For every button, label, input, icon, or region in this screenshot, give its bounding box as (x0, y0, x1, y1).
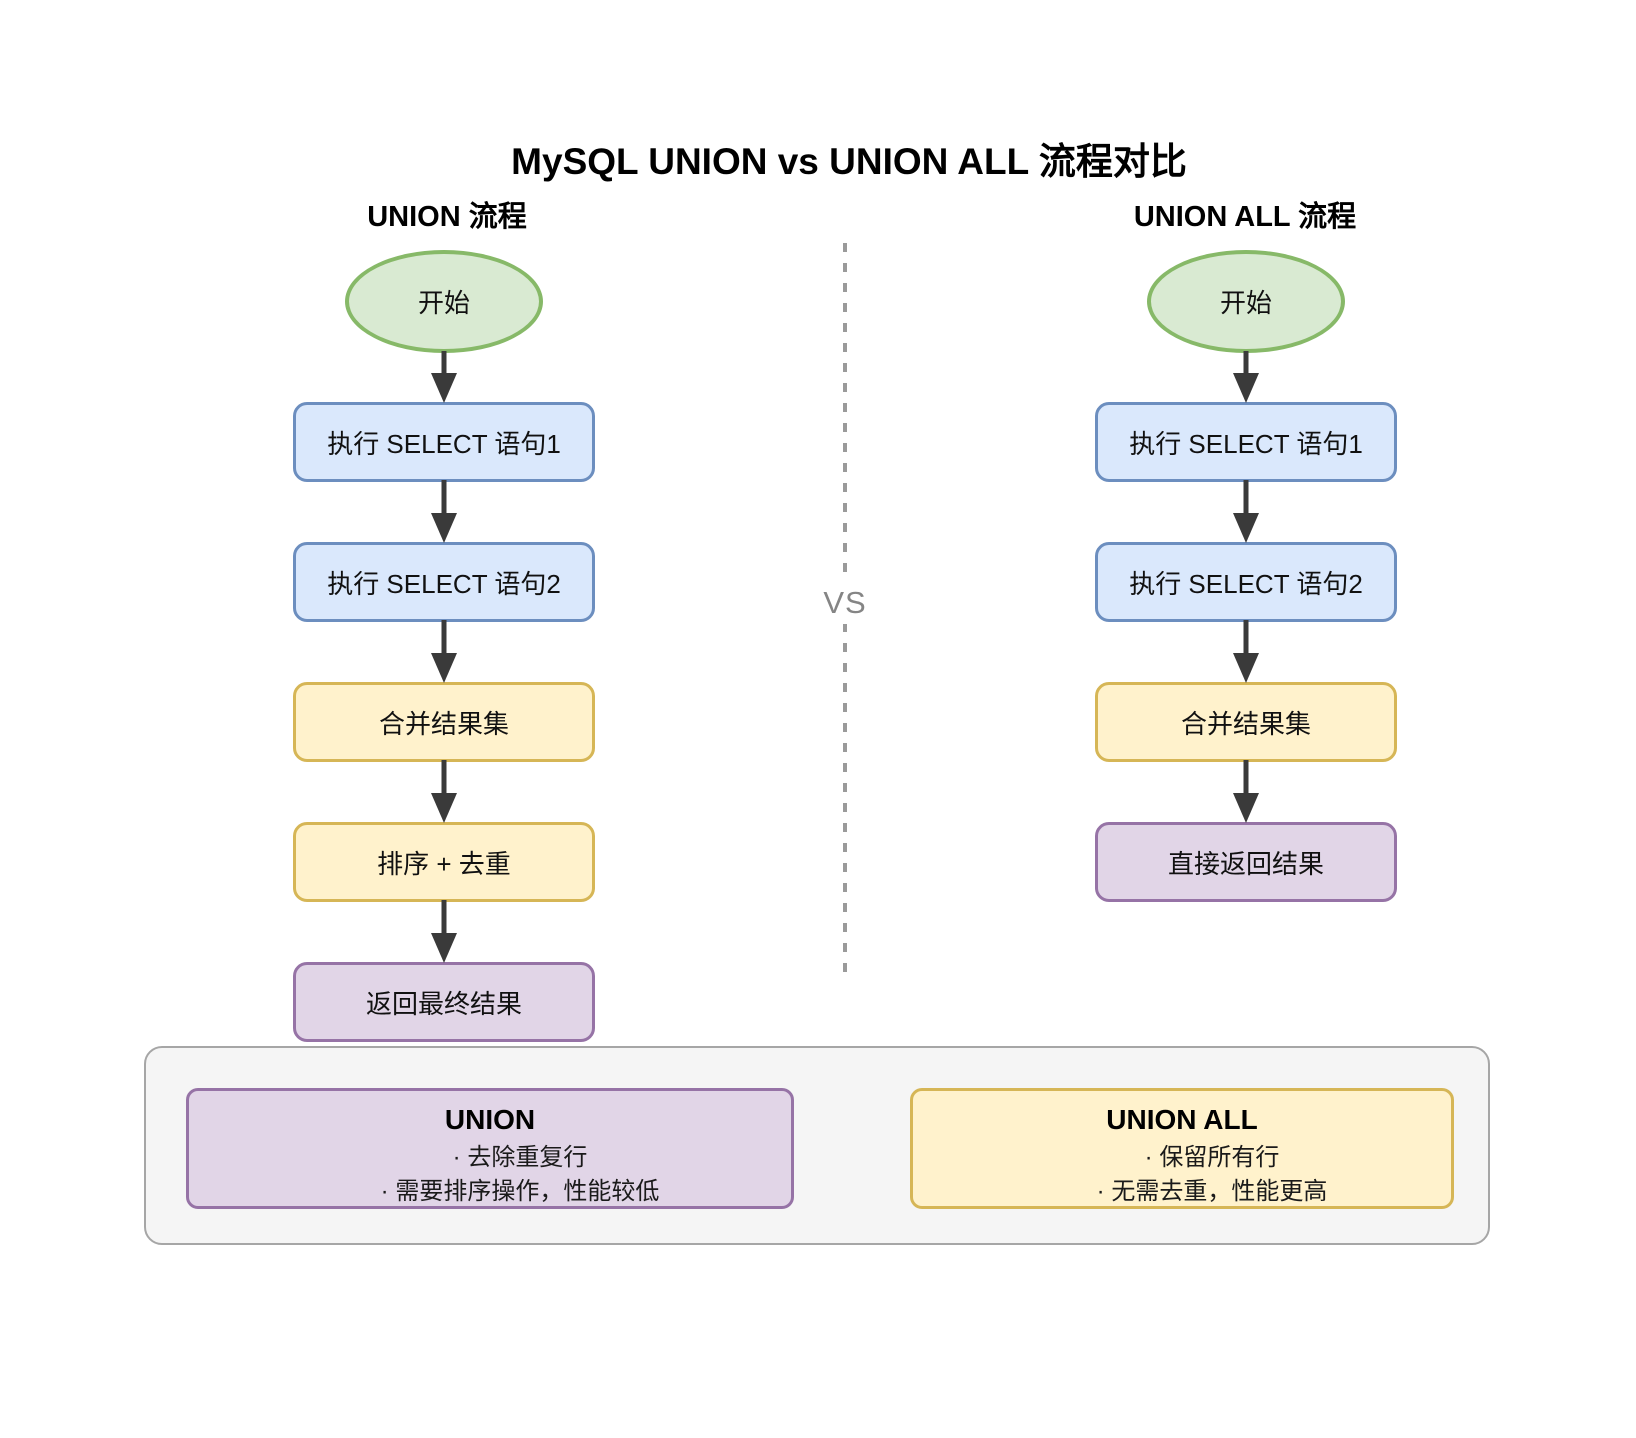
arrow-down-icon (293, 353, 595, 402)
arrow-down-icon (1095, 482, 1397, 542)
union-all-merge-node: 合并结果集 (1095, 682, 1397, 762)
union-all-summary-bullets: · 保留所有行 · 无需去重，性能更高 (913, 1141, 1451, 1209)
union-summary-bullets: · 去除重复行 · 需要排序操作，性能较低 (189, 1141, 791, 1209)
union-select1-node: 执行 SELECT 语句1 (293, 402, 595, 482)
union-all-flow: 开始 执行 SELECT 语句1 执行 SELECT 语句2 合并结果集 直接返… (1095, 250, 1397, 902)
union-column-header: UNION 流程 (367, 201, 527, 233)
bullet-line: · 保留所有行 (1144, 1144, 1280, 1171)
union-flow: 开始 执行 SELECT 语句1 执行 SELECT 语句2 合并结果集 排序 … (293, 250, 595, 1042)
union-start-node: 开始 (345, 250, 543, 353)
bullet-line: · 无需去重，性能更高 (1096, 1178, 1328, 1205)
union-merge-node: 合并结果集 (293, 682, 595, 762)
arrow-down-icon (293, 902, 595, 962)
arrow-down-icon (293, 762, 595, 822)
arrow-down-icon (293, 622, 595, 682)
union-all-summary-card: UNION ALL · 保留所有行 · 无需去重，性能更高 (910, 1088, 1454, 1209)
union-all-return-node: 直接返回结果 (1095, 822, 1397, 902)
summary-panel: UNION · 去除重复行 · 需要排序操作，性能较低 UNION ALL · … (144, 1046, 1490, 1245)
union-all-select2-node: 执行 SELECT 语句2 (1095, 542, 1397, 622)
union-all-select1-node: 执行 SELECT 语句1 (1095, 402, 1397, 482)
union-summary-title: UNION (444, 1104, 536, 1135)
arrow-down-icon (293, 482, 595, 542)
union-all-start-node: 开始 (1147, 250, 1345, 353)
union-summary-card: UNION · 去除重复行 · 需要排序操作，性能较低 (186, 1088, 794, 1209)
bullet-line: · 去除重复行 (452, 1144, 588, 1171)
vs-label: VS (822, 582, 868, 624)
bullet-line: · 需要排序操作，性能较低 (380, 1178, 660, 1205)
arrow-down-icon (1095, 622, 1397, 682)
union-all-summary-title: UNION ALL (1106, 1104, 1258, 1135)
union-all-column-header: UNION ALL 流程 (1133, 201, 1357, 233)
union-sort-dedupe-node: 排序 + 去重 (293, 822, 595, 902)
arrow-down-icon (1095, 762, 1397, 822)
union-return-node: 返回最终结果 (293, 962, 595, 1042)
union-select2-node: 执行 SELECT 语句2 (293, 542, 595, 622)
diagram-title: MySQL UNION vs UNION ALL 流程对比 (511, 141, 1187, 182)
arrow-down-icon (1095, 353, 1397, 402)
